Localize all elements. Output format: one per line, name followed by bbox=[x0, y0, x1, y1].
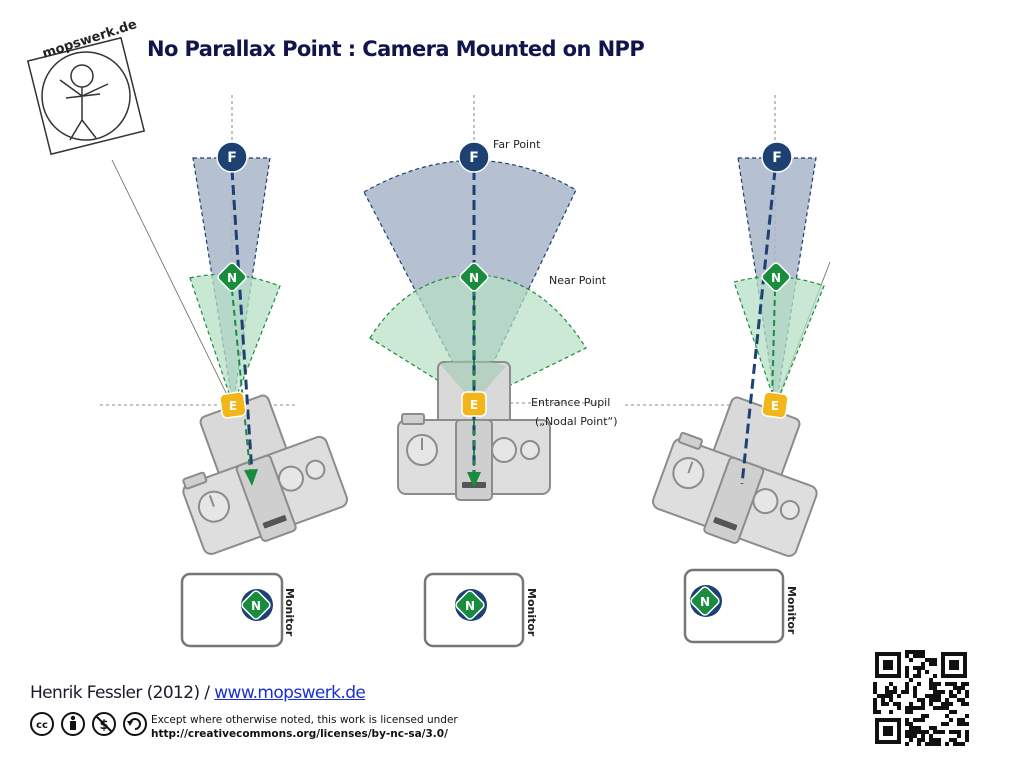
entrance-pupil-badge-left: E bbox=[219, 391, 247, 419]
svg-text:N: N bbox=[469, 271, 479, 285]
license-text: Except where otherwise noted, this work … bbox=[151, 713, 458, 741]
near-point-badge-left: N bbox=[215, 260, 249, 294]
monitor-right: N Monitor bbox=[683, 568, 798, 644]
near-point-label: Near Point bbox=[549, 274, 607, 287]
near-point-badge-center: N bbox=[457, 260, 491, 294]
page-title: No Parallax Point : Camera Mounted on NP… bbox=[147, 37, 645, 61]
entrance-pupil-badge-right: E bbox=[761, 391, 789, 419]
svg-text:N: N bbox=[771, 271, 781, 285]
svg-text:$: $ bbox=[99, 718, 108, 733]
svg-text:N: N bbox=[465, 599, 475, 613]
svg-text:N: N bbox=[227, 271, 237, 285]
mopswerk-logo: mopswerk.de bbox=[26, 17, 146, 156]
author-name: Henrik Fessler (2012) / bbox=[30, 683, 215, 703]
svg-text:F: F bbox=[772, 150, 782, 166]
noncommercial-icon: $ bbox=[92, 712, 116, 736]
monitor-center: N Monitor bbox=[423, 572, 538, 648]
svg-text:E: E bbox=[771, 399, 779, 413]
svg-text:Monitor: Monitor bbox=[283, 588, 296, 637]
sharealike-icon bbox=[123, 712, 147, 736]
website-link[interactable]: www.mopswerk.de bbox=[214, 683, 366, 703]
nodal-point-label: („Nodal Point“) bbox=[535, 415, 618, 428]
far-point-badge-left: F bbox=[216, 141, 248, 173]
qr-code-icon bbox=[873, 650, 969, 746]
svg-text:N: N bbox=[700, 595, 710, 609]
svg-text:E: E bbox=[229, 399, 237, 413]
svg-text:F: F bbox=[227, 150, 237, 166]
svg-text:N: N bbox=[251, 599, 261, 613]
svg-text:Monitor: Monitor bbox=[785, 586, 798, 635]
right-setup bbox=[625, 95, 840, 565]
far-point-badge-center: F bbox=[458, 141, 490, 173]
near-point-badge-right: N bbox=[759, 260, 793, 294]
entrance-pupil-label: Entrance Pupil bbox=[531, 396, 610, 409]
monitor-left: N Monitor bbox=[180, 572, 296, 648]
license-line-1: Except where otherwise noted, this work … bbox=[151, 714, 458, 726]
cc-icon: cc bbox=[30, 712, 54, 736]
svg-text:cc: cc bbox=[36, 720, 48, 731]
far-point-label: Far Point bbox=[493, 138, 541, 151]
svg-text:E: E bbox=[470, 398, 478, 412]
far-point-badge-right: F bbox=[761, 141, 793, 173]
attribution-icon bbox=[61, 712, 85, 736]
svg-text:Monitor: Monitor bbox=[525, 588, 538, 637]
svg-text:F: F bbox=[469, 150, 479, 166]
author-credit: Henrik Fessler (2012) / www.mopswerk.de bbox=[30, 683, 366, 703]
entrance-pupil-badge-center: E bbox=[461, 391, 487, 417]
license-url[interactable]: http://creativecommons.org/licenses/by-n… bbox=[151, 728, 448, 740]
